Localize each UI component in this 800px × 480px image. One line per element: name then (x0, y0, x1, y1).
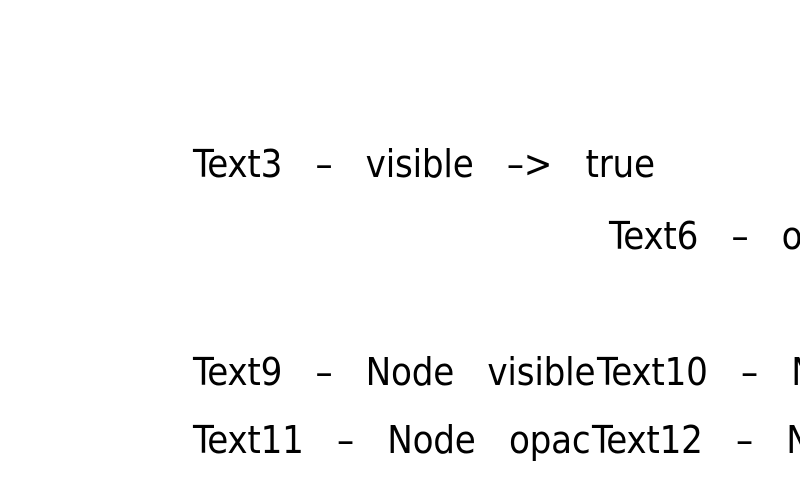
text-run-text10: Text10 – Node opacity –> 1 (597, 351, 800, 397)
text-run-text12: Text12 – Node visible –> false (592, 419, 800, 465)
text-run-text6: Text6 – opacity –> 1 (609, 214, 800, 258)
text-run-text3: Text3 – visible –> true (193, 142, 655, 186)
